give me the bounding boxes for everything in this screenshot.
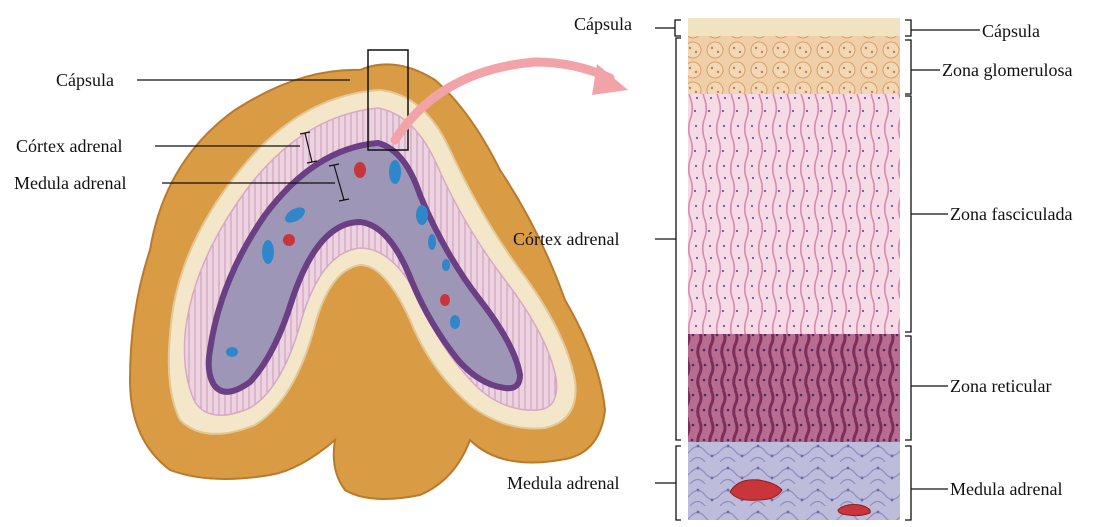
right-label-fasciculata: Zona fasciculada	[950, 204, 1072, 224]
vessel-blue	[428, 234, 436, 250]
histology-column	[688, 18, 900, 520]
right-label-reticular: Zona reticular	[950, 376, 1051, 396]
right-label-capsule: Cápsula	[982, 21, 1040, 41]
left-label-medulla: Medula adrenal	[14, 173, 126, 193]
vessel-blue	[262, 240, 274, 264]
vessel-blue	[450, 315, 460, 329]
vessel-blue	[226, 347, 238, 357]
right-brackets	[905, 20, 980, 520]
mid-label-capsule: Cápsula	[574, 14, 632, 34]
vessel-red	[283, 234, 295, 246]
zone-fasciculata	[688, 94, 900, 334]
vessel-blue	[416, 205, 428, 225]
vessel-blue	[389, 160, 401, 184]
left-label-capsule: Cápsula	[56, 70, 114, 90]
zone-glomerulosa	[688, 36, 900, 94]
left-label-cortex: Córtex adrenal	[16, 136, 122, 156]
right-label-glomerulosa: Zona glomerulosa	[942, 60, 1072, 80]
mid-label-cortex: Córtex adrenal	[513, 229, 619, 249]
right-label-medulla: Medula adrenal	[950, 479, 1062, 499]
zone-capsule	[688, 18, 900, 36]
medulla-vessel	[838, 505, 870, 516]
vessel-blue	[442, 259, 450, 271]
zone-reticular	[688, 334, 900, 442]
vessel-red	[440, 294, 450, 306]
mid-label-medulla: Medula adrenal	[507, 473, 619, 493]
middle-brackets	[655, 20, 681, 520]
vessel-red	[354, 162, 366, 178]
